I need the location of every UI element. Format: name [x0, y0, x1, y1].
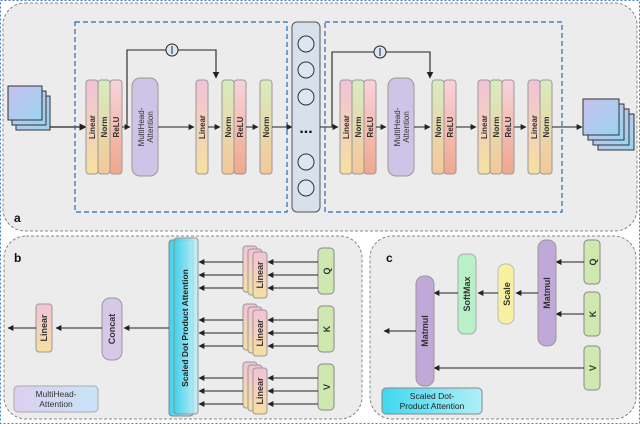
linear-v-label: Linear: [255, 377, 265, 405]
encoder-relu-1-label: ReLU: [112, 116, 121, 137]
encoder-linear-2: Linear: [195, 79, 209, 175]
encoder-box: [74, 21, 288, 213]
panel-b-label: b: [14, 251, 21, 265]
decoder-relu-1-label: ReLU: [366, 116, 375, 137]
input-k-c-label: K: [588, 310, 598, 317]
input-v-block-c: V: [583, 345, 601, 391]
input-q-block-c: Q: [583, 239, 601, 285]
linear-k-label: Linear: [255, 319, 265, 347]
decoder-linear-3: Linear: [527, 79, 541, 175]
decoder-box: [324, 21, 563, 213]
input-v-c-label: V: [588, 365, 598, 371]
linear-k-stack: Linear: [242, 303, 268, 357]
encoder-relu-1: ReLU: [109, 79, 123, 175]
decoder-norm-4: Norm: [539, 79, 553, 175]
encoder-norm-2-label: Norm: [224, 117, 233, 138]
legend-multihead-attention: MultiHead-Attention: [13, 385, 99, 413]
sdpa-label: Scaled Dot Product Attention: [180, 269, 190, 387]
encoder-linear-2-label: Linear: [198, 115, 207, 139]
encoder-attention: MultiHead-Attention: [131, 77, 159, 177]
linear-q-stack: Linear: [242, 245, 268, 299]
decoder-attention: MultiHead-Attention: [387, 77, 415, 177]
input-q-label: Q: [322, 267, 332, 274]
encoder-linear-1-label: Linear: [88, 115, 97, 139]
linear-q-label: Linear: [255, 261, 265, 289]
output-linear-block: Linear: [35, 303, 53, 353]
decoder-relu-2: ReLU: [443, 79, 457, 175]
legend-c-text: Scaled Dot-Product Attention: [400, 391, 465, 411]
linear-v-stack: Linear: [242, 361, 268, 415]
encoder-linear-1: Linear: [85, 79, 99, 175]
decoder-norm-1: Norm: [351, 79, 365, 175]
encoder-norm-1-label: Norm: [100, 117, 109, 138]
latent-nodes: [297, 35, 315, 197]
encoder-norm-1: Norm: [97, 79, 111, 175]
scale-block: Scale: [497, 263, 515, 325]
input-image-stack: [7, 85, 51, 131]
input-v-block: V: [317, 363, 335, 411]
concat-block: Concat: [101, 297, 123, 361]
matmul-top-label: Matmul: [542, 277, 552, 309]
decoder-linear-1: Linear: [339, 79, 353, 175]
input-q-c-label: Q: [588, 258, 598, 265]
decoder-norm-1-label: Norm: [354, 117, 363, 138]
decoder-relu-2-label: ReLU: [446, 116, 455, 137]
encoder-relu-2-label: ReLU: [236, 116, 245, 137]
matmul-bottom-label: Matmul: [420, 315, 430, 347]
decoder-relu-1: ReLU: [363, 79, 377, 175]
input-k-block-c: K: [583, 291, 601, 337]
input-v-label: V: [322, 384, 332, 390]
encoder-relu-2: ReLU: [233, 79, 247, 175]
decoder-linear-1-label: Linear: [342, 115, 351, 139]
encoder-norm-2: Norm: [221, 79, 235, 175]
panel-c-label: c: [386, 251, 393, 265]
matmul-top-block: Matmul: [537, 239, 557, 347]
arrows-linear-to-sdpa: [198, 259, 243, 407]
concat-label: Concat: [107, 314, 117, 345]
panel-c-background: [369, 235, 637, 420]
sdpa-block: Scaled Dot Product Attention: [168, 237, 199, 417]
decoder-norm-4-label: Norm: [542, 117, 551, 138]
panel-a-label: a: [14, 211, 21, 225]
input-k-label: K: [322, 325, 332, 332]
legend-scaled-dot-product: Scaled Dot-Product Attention: [381, 387, 483, 415]
decoder-linear-2: Linear: [477, 79, 491, 175]
decoder-linear-2-label: Linear: [480, 115, 489, 139]
arrows-qkv-to-linear: [267, 259, 318, 407]
input-k-block: K: [317, 305, 335, 353]
encoder-add-icon: [165, 43, 179, 57]
decoder-relu-3-label: ReLU: [504, 116, 513, 137]
input-q-block: Q: [317, 247, 335, 295]
decoder-norm-2: Norm: [431, 79, 445, 175]
output-image-stack: [582, 98, 635, 151]
decoder-norm-3: Norm: [489, 79, 503, 175]
decoder-norm-2-label: Norm: [434, 117, 443, 138]
encoder-attention-label: MultiHead-Attention: [137, 107, 155, 146]
decoder-norm-3-label: Norm: [492, 117, 501, 138]
softmax-label: SoftMax: [462, 276, 472, 311]
encoder-norm-3-label: Norm: [262, 117, 271, 138]
scale-label: Scale: [502, 282, 512, 306]
output-linear-label: Linear: [39, 314, 49, 342]
decoder-linear-3-label: Linear: [530, 115, 539, 139]
decoder-attention-label: MultiHead-Attention: [393, 107, 411, 146]
decoder-relu-3: ReLU: [501, 79, 515, 175]
encoder-norm-3: Norm: [259, 79, 273, 175]
legend-b-text: MultiHead-Attention: [35, 389, 76, 409]
matmul-bottom-block: Matmul: [415, 275, 435, 387]
latent-dots: ...: [299, 120, 312, 137]
decoder-add-icon: [373, 45, 387, 59]
softmax-block: SoftMax: [457, 253, 477, 335]
